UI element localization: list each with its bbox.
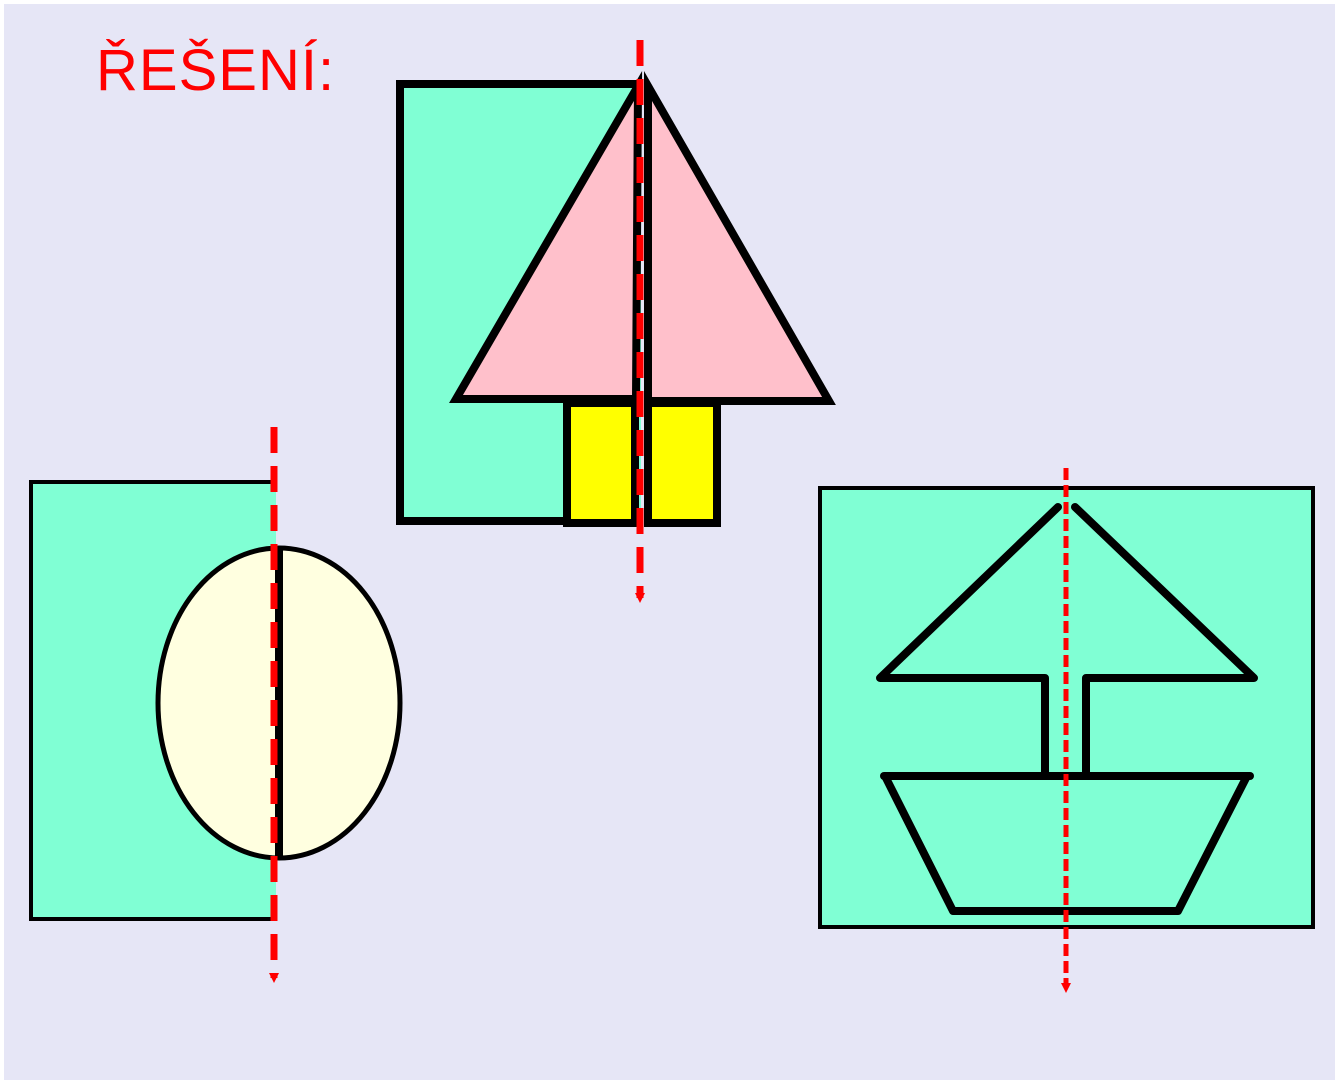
tree-trunk-right-half [644, 399, 721, 527]
oval-paper-outline [29, 480, 276, 921]
tree-trunk-left-half [563, 399, 639, 527]
boat-sail [876, 503, 1258, 778]
boat-figure [818, 468, 1315, 993]
slide-title: ŘEŠENÍ: [96, 38, 336, 103]
tree-paper-outline [396, 80, 641, 525]
tree-triangle-right-half [644, 71, 836, 405]
tree-figure [396, 40, 836, 603]
oval-figure [29, 427, 403, 983]
